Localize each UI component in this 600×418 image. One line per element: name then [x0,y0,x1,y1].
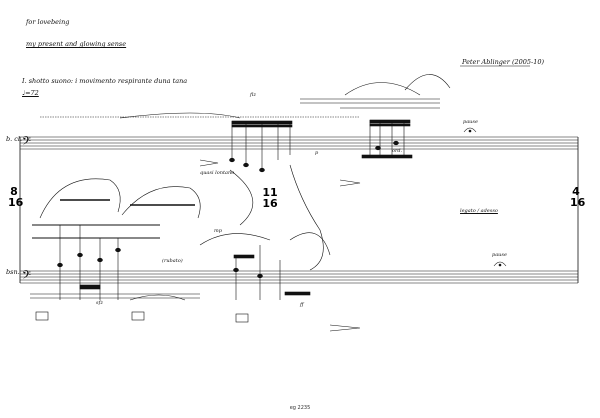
slur-2 [344,82,421,96]
hairpin-2 [339,179,361,187]
time-signature-middle-den: 16 [262,197,278,210]
dynamic-sfz: sfz [96,300,104,306]
time-signature-left: 8 16 [8,185,24,209]
dynamic-mp: mp [214,228,222,234]
dynamic-p: p [315,150,319,156]
tempo-marking: ♩=72 [22,89,39,97]
upper-staff [20,136,578,150]
slur-3 [404,74,451,91]
lower-staff-label: bsn. [6,268,20,276]
dedication: for lovebeing [26,18,70,26]
hairpin-1 [199,159,219,167]
tie-curve [229,169,254,226]
dynamic-ff: ff [300,302,304,308]
slur-4 [289,164,324,271]
lower-staff [20,270,578,284]
flz-marking: flz [250,92,256,98]
notehead [229,157,235,163]
time-signature-right-num: 4 [572,185,580,198]
slur-lower-2 [199,233,271,246]
movement-heading: I. shotto suono: i movimento respirante … [22,77,188,85]
box-marker-1 [35,311,49,321]
time-signature-middle: 11 16 [262,187,278,209]
slur-1 [119,112,241,119]
box-marker-3 [235,313,249,323]
dynamic-quasi-lontano: quasi lontano [200,170,235,176]
arc-2 [121,186,201,219]
ord-marking: ord. [392,148,403,154]
time-signature-left-num: 8 [10,185,18,198]
fermata-lower [493,261,507,267]
composer-credit: Peter Ablinger (2005-10) [462,58,545,66]
rubato-marking: (rubato) [162,258,183,264]
hairpin-3 [329,324,361,332]
expression-text: legato / adesso [460,208,498,214]
slur-lower-1 [129,294,186,301]
piece-title: my present and glowing sense [26,40,127,48]
footer-code: eg 2235 [289,405,311,411]
bass-clef-upper: 𝄢 [22,135,31,151]
bass-clef-lower: 𝄢 [22,269,31,285]
arc-1 [39,178,121,219]
box-marker-2 [131,311,145,321]
pause-label-lower: pause [492,252,507,258]
pause-label-upper: pause [463,119,478,125]
time-signature-left-den: 16 [8,196,24,209]
time-signature-middle-num: 11 [262,186,278,199]
upper-staff-label: b. cl. [6,135,23,143]
slur-lower-3 [289,232,331,256]
fermata-upper [463,127,477,133]
